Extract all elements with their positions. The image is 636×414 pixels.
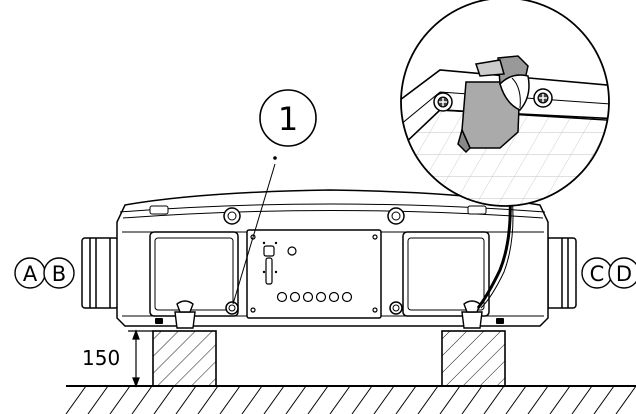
zoom-detail [400,0,610,207]
floor [65,385,636,414]
svg-text:D: D [616,262,632,286]
screw-left-icon [433,92,453,112]
port-label-c: C [581,257,613,289]
duct-spigot-left [81,237,119,309]
mounting-bracket-right [461,300,483,329]
bracket-clip [457,55,530,154]
svg-text:A: A [23,262,38,286]
control-panel-details [250,234,378,313]
port-label-d: D [608,257,636,289]
svg-text:C: C [590,262,605,286]
support-block-right [441,330,506,387]
port-label-a: A [14,257,46,289]
callout-1-number: 1 [278,100,298,138]
screw-right-icon [533,88,553,108]
support-block-left [152,330,217,387]
mounting-bracket-left [174,300,196,329]
callout-1-leader [232,163,276,305]
port-label-b: B [43,257,75,289]
svg-text:B: B [52,262,66,286]
zoom-leader [476,194,514,309]
callout-1-circle [259,89,317,147]
height-dimension [128,329,154,388]
ventilation-unit [116,189,549,327]
dimension-value: 150 [82,346,120,370]
